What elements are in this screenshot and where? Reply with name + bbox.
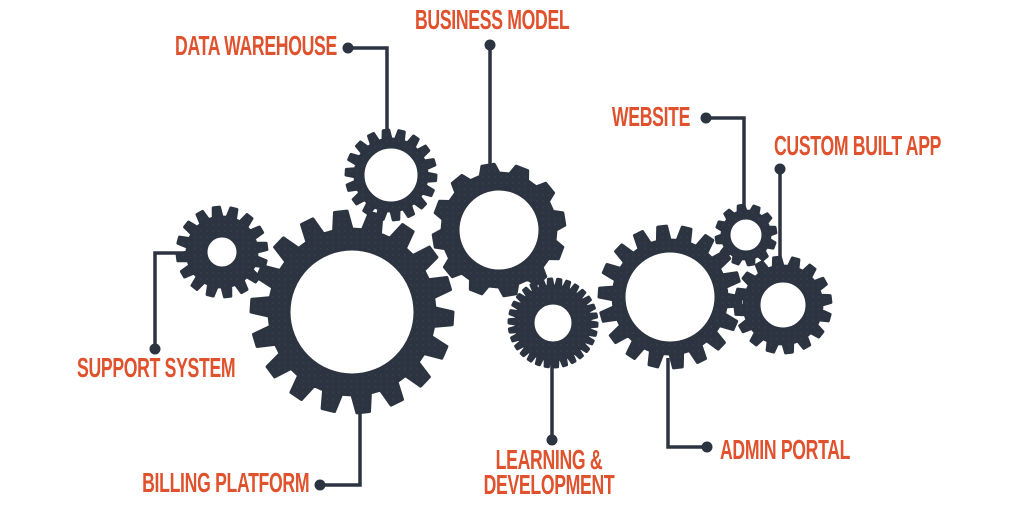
label-learning-development: LEARNING & DEVELOPMENT bbox=[483, 444, 615, 500]
website-gear bbox=[714, 203, 778, 267]
label-data-warehouse: DATA WAREHOUSE bbox=[175, 30, 337, 61]
website-connector-dot bbox=[700, 112, 712, 124]
support-system-connector-dot bbox=[149, 343, 161, 355]
label-website: WEBSITE bbox=[611, 101, 690, 132]
connector-lines bbox=[149, 39, 786, 491]
business-model-connector-dot bbox=[484, 39, 496, 51]
business-model-gear bbox=[431, 162, 567, 298]
data-warehouse-connector bbox=[348, 46, 389, 142]
admin-portal-connector-dot bbox=[701, 441, 713, 453]
custom-built-app-connector-dot bbox=[774, 163, 786, 175]
data-warehouse-connector-dot bbox=[342, 42, 354, 54]
website-connector bbox=[706, 116, 746, 214]
admin-portal-gear bbox=[597, 224, 743, 370]
admin-portal-connector bbox=[666, 358, 707, 449]
custom-built-app-gear bbox=[733, 255, 833, 355]
learning-development-gear bbox=[507, 277, 599, 369]
label-business-model: BUSINESS MODEL bbox=[415, 4, 570, 35]
billing-platform-gear bbox=[249, 209, 455, 415]
label-billing-platform: BILLING PLATFORM bbox=[141, 467, 309, 498]
support-system-connector bbox=[153, 251, 185, 349]
billing-platform-connector bbox=[320, 406, 362, 487]
learning-development-connector-dot bbox=[546, 434, 558, 446]
gears bbox=[175, 128, 833, 415]
label-admin-portal: ADMIN PORTAL bbox=[720, 434, 851, 465]
support-system-gear bbox=[175, 205, 269, 299]
label-support-system: SUPPORT SYSTEM bbox=[77, 352, 236, 383]
billing-platform-connector-dot bbox=[314, 479, 326, 491]
label-custom-built-app: CUSTOM BUILT APP bbox=[774, 130, 942, 161]
data-warehouse-gear bbox=[344, 128, 438, 222]
